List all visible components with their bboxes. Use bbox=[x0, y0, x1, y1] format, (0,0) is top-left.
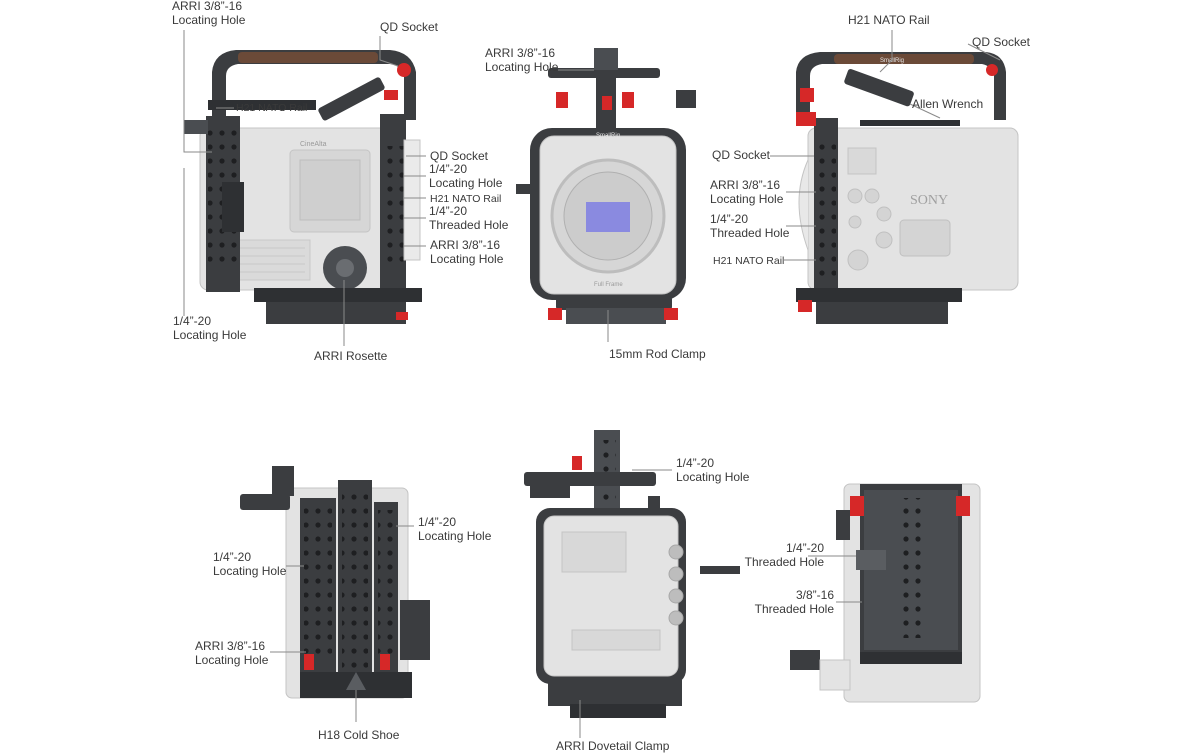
view-front: SmallRig Full Frame bbox=[516, 48, 696, 324]
callout-quarter-locating-hole-top-right: 1/4”-20 Locating Hole bbox=[418, 515, 492, 543]
callout-15mm-rod-clamp: 15mm Rod Clamp bbox=[609, 347, 706, 361]
callout-arri-locating-hole-front: ARRI 3/8”-16 Locating Hole bbox=[485, 46, 559, 74]
callout-h21-nato-rail-right: H21 NATO Rail bbox=[713, 255, 785, 267]
view-right-side: SONY SmallRig bbox=[796, 52, 1019, 324]
baseplate-right bbox=[796, 288, 962, 302]
callout-quarter-locating-hole-top-left: 1/4”-20 Locating Hole bbox=[213, 550, 287, 578]
callout-arri-rosette: ARRI Rosette bbox=[314, 349, 388, 363]
callout-quarter-threaded-hole-bottom: 1/4”-20 Threaded Hole bbox=[744, 541, 824, 569]
rod-clamp bbox=[556, 296, 672, 310]
view-back bbox=[524, 430, 740, 718]
camera-brand-text: SONY bbox=[910, 193, 948, 208]
callout-lines bbox=[183, 30, 1001, 738]
dovetail-clamp bbox=[548, 680, 682, 706]
callout-qd-socket: QD Socket bbox=[380, 20, 439, 34]
nato-rail bbox=[208, 100, 316, 110]
callout-arri-locating-hole-right: ARRI 3/8”-16 Locating Hole bbox=[710, 178, 784, 206]
view-top bbox=[240, 466, 430, 699]
callout-qd-socket-side: QD Socket bbox=[430, 149, 489, 163]
callout-qd-socket-right: QD Socket bbox=[712, 148, 771, 162]
qd-socket bbox=[397, 63, 411, 77]
camera-model-text: CineAlta bbox=[300, 141, 327, 148]
callout-arri-locating-hole-side: ARRI 3/8”-16 Locating Hole bbox=[430, 238, 504, 266]
callout-arri-dovetail-clamp: ARRI Dovetail Clamp bbox=[556, 739, 670, 753]
baseplate bbox=[254, 288, 422, 302]
camera-body-right bbox=[807, 127, 1019, 291]
callout-h21-nato-rail: H21 NATO Rail bbox=[236, 102, 308, 114]
sensor bbox=[586, 202, 630, 232]
callout-quarter-locating-hole: 1/4”-20 Locating Hole bbox=[173, 314, 247, 342]
cage-brand-handle: SmallRig bbox=[880, 58, 904, 64]
top-handle bbox=[212, 50, 416, 120]
callout-h21-nato-rail-side: H21 NATO Rail bbox=[430, 193, 502, 205]
callout-h18-cold-shoe: H18 Cold Shoe bbox=[318, 728, 400, 742]
callout-quarter-threaded-hole-side: 1/4”-20 Threaded Hole bbox=[429, 204, 509, 232]
full-frame-text: Full Frame bbox=[594, 282, 623, 288]
view-bottom bbox=[790, 483, 981, 703]
callout-quarter-locating-hole-side: 1/4”-20 Locating Hole bbox=[429, 162, 503, 190]
callout-quarter-locating-hole-back: 1/4”-20 Locating Hole bbox=[676, 456, 750, 484]
callout-quarter-threaded-hole-right: 1/4”-20 Threaded Hole bbox=[710, 212, 790, 240]
callout-three-eighths-threaded-hole-bottom: 3/8”-16 Threaded Hole bbox=[754, 588, 834, 616]
callout-arri-locating-hole-top: ARRI 3/8”-16 Locating Hole bbox=[195, 639, 269, 667]
qd-socket-right bbox=[986, 64, 998, 76]
callout-qd-socket-top: QD Socket bbox=[972, 35, 1031, 49]
callout-h21-nato-rail-top: H21 NATO Rail bbox=[848, 13, 930, 27]
allen-wrench bbox=[860, 120, 960, 126]
callout-arri-locating-hole: ARRI 3/8”-16 Locating Hole bbox=[172, 0, 246, 27]
view-left-side: CineAlta bbox=[184, 50, 422, 324]
top-handle-right bbox=[796, 52, 1006, 120]
cage-brand-front: SmallRig bbox=[596, 133, 620, 139]
callout-allen-wrench: Allen Wrench bbox=[912, 97, 984, 111]
